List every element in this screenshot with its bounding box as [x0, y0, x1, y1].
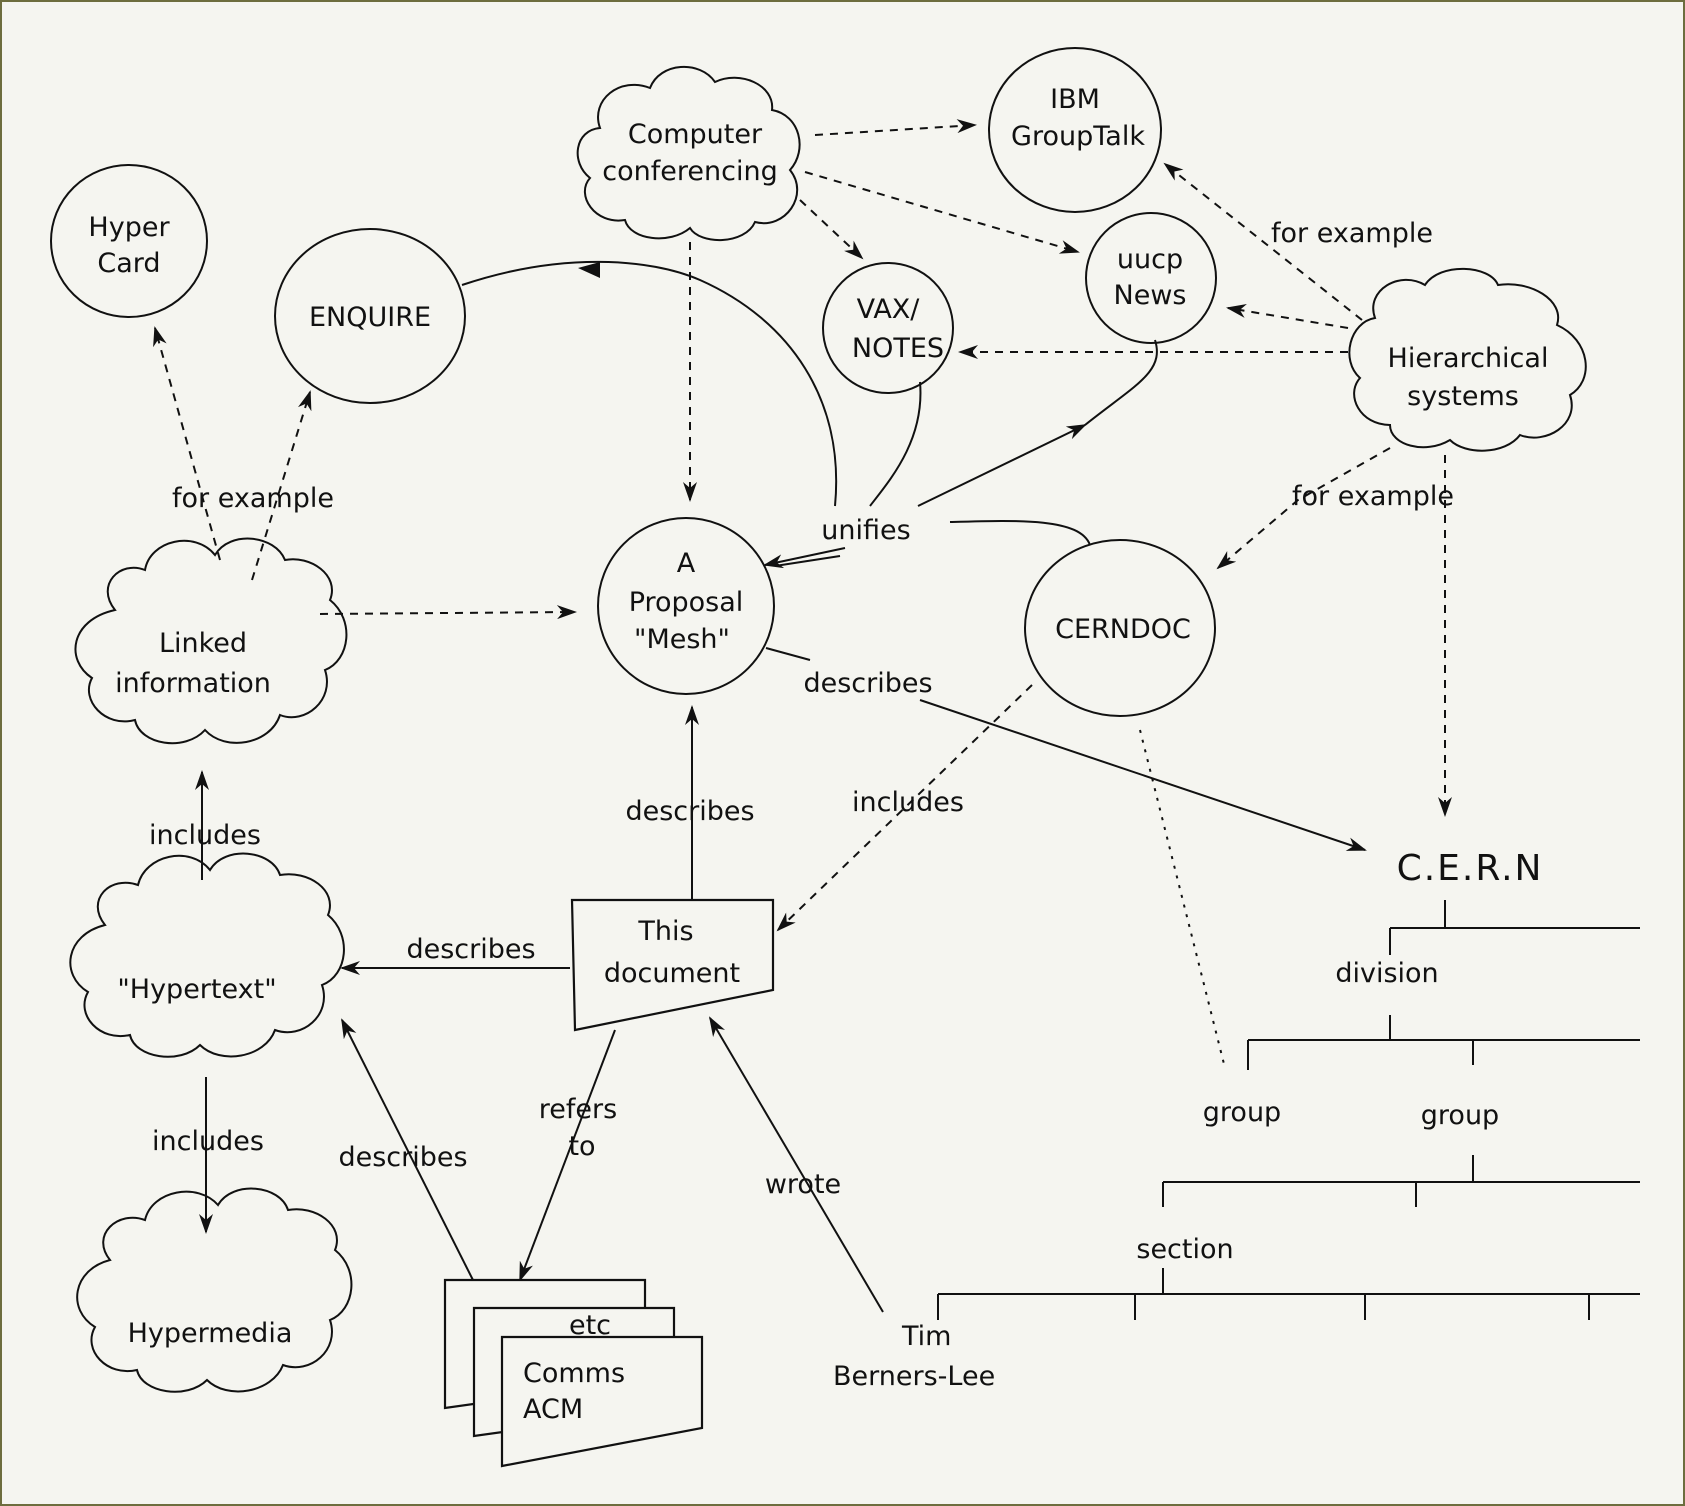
linked-information-label-2: information	[115, 668, 271, 699]
describes-label-document-hypertext: describes	[406, 934, 535, 965]
mesh-label-1: A	[677, 548, 696, 579]
enquire-label: ENQUIRE	[309, 302, 431, 333]
comms-acm-label-2: ACM	[523, 1394, 583, 1425]
mesh-label-3: "Mesh"	[634, 624, 730, 655]
group-label-1: group	[1203, 1097, 1281, 1128]
edge-unifies-uucp	[1084, 339, 1158, 426]
comms-acm-label-1: Comms	[523, 1358, 625, 1389]
edge-mesh-cern	[919, 699, 1367, 851]
hypermedia-label: Hypermedia	[128, 1318, 293, 1349]
this-document-label-1: This	[637, 916, 693, 947]
vax-notes-node	[822, 262, 954, 394]
cern-label: C.E.R.N	[1397, 848, 1544, 889]
edge-unifies-vax	[869, 381, 922, 507]
for-example-label-right: for example	[1292, 481, 1454, 512]
group-label-2: group	[1421, 1100, 1499, 1131]
edge-document-comms	[519, 1029, 616, 1282]
unifies-label: unifies	[821, 515, 910, 546]
linked-information-cloud	[74, 537, 348, 745]
linked-information-label-1: Linked	[159, 628, 247, 659]
hierarchical-systems-cloud	[1348, 267, 1587, 452]
vax-notes-label-2: NOTES	[852, 333, 944, 364]
describes-label-mesh-cern: describes	[803, 668, 932, 699]
this-document-node	[570, 898, 775, 1032]
edge-hierarchical-uucp	[1226, 304, 1349, 329]
ibm-grouptalk-label-2: GroupTalk	[1011, 121, 1145, 152]
edge-conferencing-vax	[799, 199, 864, 260]
computer-conferencing-cloud	[576, 66, 801, 241]
enquire-node	[274, 228, 466, 404]
uucp-news-label-1: uucp	[1117, 244, 1183, 275]
for-example-label-top-right: for example	[1271, 218, 1433, 249]
edge-conferencing-uucp	[804, 171, 1080, 254]
labels: Hyper Card ENQUIRE Computer conferencing…	[88, 84, 1548, 1425]
edge-unifies-enquire-head	[578, 262, 600, 278]
describes-label-document-mesh: describes	[625, 796, 754, 827]
computer-conferencing-label-2: conferencing	[602, 156, 777, 187]
refers-to-label-2: to	[568, 1131, 595, 1162]
hypercard-label-1: Hyper	[88, 212, 170, 243]
edges	[153, 119, 1640, 1320]
section-label: section	[1136, 1234, 1233, 1265]
hypercard-node	[50, 164, 208, 318]
includes-label-cerndoc: includes	[852, 787, 964, 818]
wrote-label: wrote	[765, 1169, 841, 1200]
edge-linked-hypercard	[153, 326, 221, 561]
edge-unifies-mesh	[763, 547, 846, 569]
includes-label-linked: includes	[149, 820, 261, 851]
etc-label: etc	[569, 1310, 611, 1341]
hierarchical-systems-label-2: systems	[1407, 381, 1519, 412]
cerndoc-label: CERNDOC	[1055, 614, 1191, 645]
edge-unifies-enquire	[461, 260, 838, 507]
refers-to-label-1: refers	[539, 1094, 617, 1125]
edge-comms-hypertext	[341, 1018, 479, 1291]
for-example-label-left: for example	[172, 483, 334, 514]
edge-mesh-cern-a	[765, 647, 811, 661]
edge-unifies-mesh-2	[774, 555, 841, 567]
includes-label-hypermedia: includes	[152, 1126, 264, 1157]
hypertext-cloud	[69, 852, 345, 1058]
edge-linked-mesh	[319, 605, 577, 620]
nodes	[50, 47, 1587, 1468]
tim-label-2: Berners-Lee	[833, 1361, 995, 1392]
uucp-news-node	[1085, 212, 1217, 344]
hypermedia-cloud	[76, 1187, 353, 1393]
edge-tim-document	[708, 1016, 884, 1313]
edge-unifies-cerndoc	[949, 519, 1091, 546]
mesh-node	[597, 517, 775, 695]
cerndoc-node	[1024, 539, 1216, 717]
edge-hierarchical-grouptalk	[1163, 162, 1363, 321]
ibm-grouptalk-label-1: IBM	[1050, 84, 1100, 115]
edge-conferencing-grouptalk	[814, 119, 977, 136]
edge-unifies-uucp-arrow	[917, 424, 1087, 507]
computer-conferencing-label-1: Computer	[628, 119, 763, 150]
comms-acm-node	[500, 1335, 704, 1468]
hypertext-label: "Hypertext"	[117, 974, 276, 1005]
ibm-grouptalk-node	[988, 47, 1162, 213]
mesh-label-2: Proposal	[629, 587, 744, 618]
hierarchical-systems-label-1: Hierarchical	[1388, 343, 1549, 374]
tim-label-1: Tim	[901, 1321, 951, 1352]
edge-cerndoc-group	[1139, 729, 1226, 1069]
vax-notes-label-1: VAX/	[857, 294, 921, 325]
edge-linked-enquire	[251, 390, 312, 581]
this-document-label-2: document	[604, 958, 740, 989]
uucp-news-label-2: News	[1114, 280, 1187, 311]
hypercard-label-2: Card	[97, 248, 160, 279]
edge-hierarchical-cerndoc	[1216, 447, 1391, 570]
describes-label-comms-hypertext: describes	[338, 1142, 467, 1173]
division-label: division	[1335, 958, 1438, 989]
